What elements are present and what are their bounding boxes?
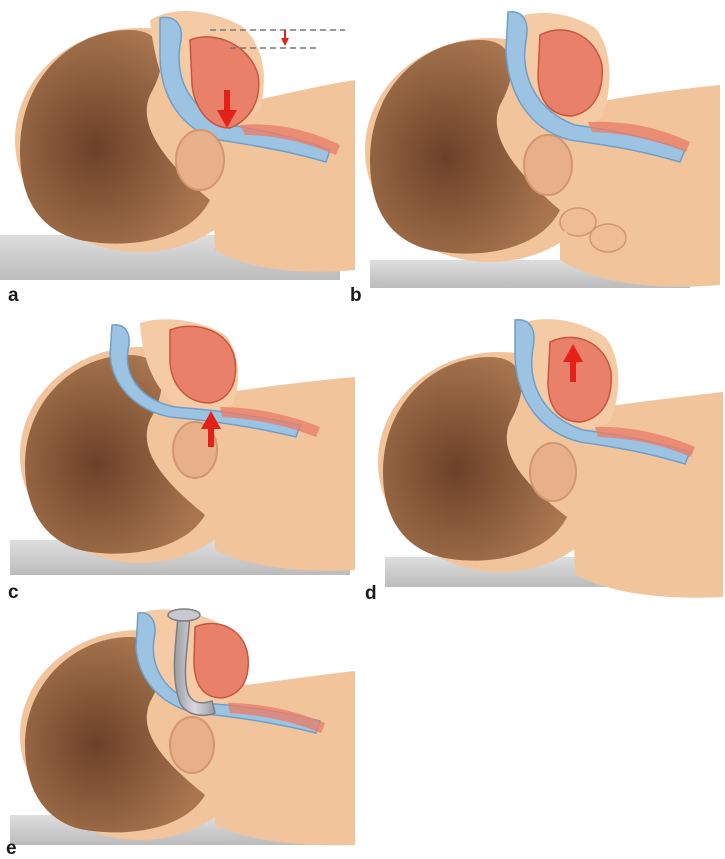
panel-label: b (350, 286, 362, 305)
head-illustration-e (0, 605, 362, 857)
ear (524, 135, 572, 195)
panel-a: a (0, 0, 362, 290)
panel-c: c (0, 315, 362, 605)
panel-label: c (8, 583, 19, 602)
oropharyngeal-airway-flange (168, 609, 200, 621)
tongue-up-arrow-shaft (570, 360, 576, 382)
panel-b: b (340, 0, 725, 305)
jaw-up-arrow-shaft (208, 427, 214, 447)
tongue-down-arrow-shaft (224, 90, 230, 112)
panel-label: a (8, 286, 19, 305)
panel-label: e (6, 839, 17, 858)
panel-label: d (365, 584, 377, 603)
ear (170, 717, 214, 773)
jaw-gap-arrowhead (281, 38, 289, 46)
head-illustration-b (340, 0, 725, 305)
head-illustration-a (0, 0, 362, 290)
tongue (194, 624, 248, 698)
ear (530, 443, 576, 501)
panel-d: d (355, 312, 725, 607)
ear (176, 130, 224, 190)
head-illustration-d (355, 312, 725, 607)
head-illustration-c (0, 315, 362, 605)
panel-e: e (0, 605, 362, 857)
